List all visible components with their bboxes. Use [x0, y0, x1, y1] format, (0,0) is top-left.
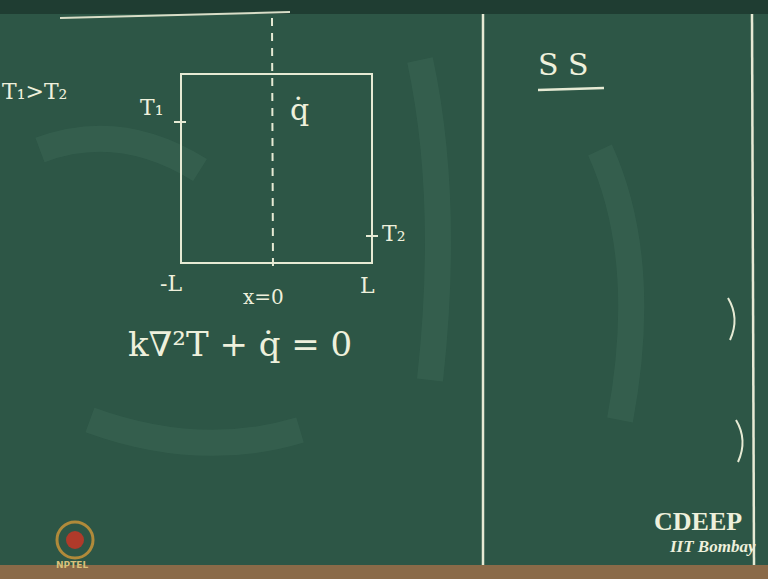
nptel-logo: [66, 531, 84, 549]
position-label: L: [360, 274, 375, 298]
steady-state-note: S S: [538, 48, 589, 81]
chalk-ledge: [0, 565, 768, 579]
chalk-smudge: [40, 60, 631, 443]
watermark: IIT Bombay: [670, 538, 755, 557]
position-label: -L: [160, 272, 182, 296]
logo-text: NPTEL: [56, 561, 88, 571]
position-label: x=0: [243, 286, 284, 308]
slab-box: q̇: [180, 73, 373, 264]
chalk-bracket: [728, 298, 735, 340]
wall-temperature: T₁: [140, 96, 164, 120]
underline: [538, 88, 604, 90]
board-shadow: [0, 0, 768, 14]
wall-temperature: T₂: [382, 222, 406, 246]
top-chalk-line: [60, 12, 290, 18]
watermark: CDEEP: [654, 508, 742, 537]
generation-symbol: q̇: [290, 93, 309, 126]
center-line: [272, 18, 273, 272]
board-divider: [482, 14, 485, 565]
board-edge: [752, 14, 754, 565]
chalk-bracket: [736, 420, 743, 462]
temperature-condition: T₁>T₂: [2, 80, 67, 104]
nptel-logo: [57, 522, 93, 558]
governing-equation: k∇²T + q̇ = 0: [128, 326, 352, 363]
